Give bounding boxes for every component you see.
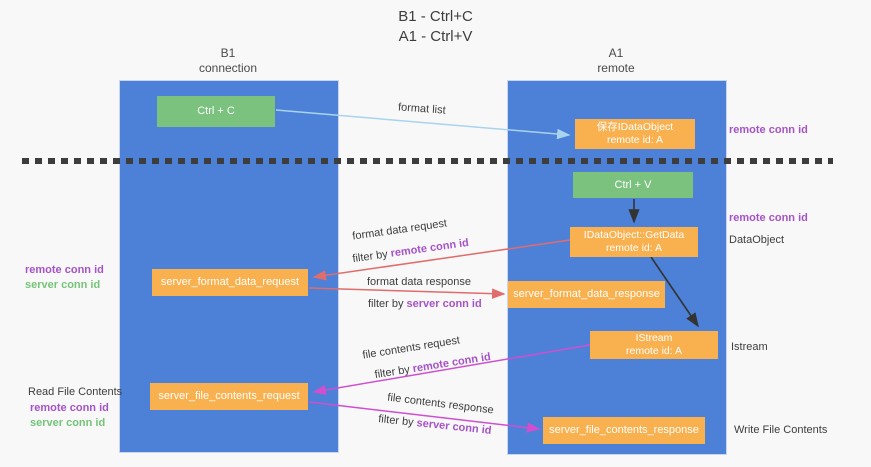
- dataobject-label: DataObject: [729, 234, 785, 246]
- filter-by-text: filter by: [373, 363, 414, 382]
- format-data-request-filter-label: filter by remote conn id: [352, 237, 470, 265]
- format-data-response-filter-label: filter by server conn id: [368, 298, 482, 310]
- server-conn-id-inline: server conn id: [406, 298, 482, 310]
- title-line2: A1 - Ctrl+V: [398, 28, 473, 45]
- lane-b1-name: B1: [220, 46, 236, 60]
- remote-conn-id-label-left1: remote conn id: [25, 264, 104, 276]
- save-idataobject-line1: 保存IDataObject: [596, 121, 674, 133]
- istream-side-label: Istream: [731, 341, 768, 353]
- lane-a1-role: remote: [597, 61, 635, 75]
- server-conn-id-label-left1: server conn id: [25, 279, 101, 291]
- server-format-data-request-label: server_format_data_request: [160, 276, 300, 288]
- save-idataobject-line2: remote id: A: [606, 134, 663, 146]
- read-file-contents-label: Read File Contents: [28, 386, 123, 398]
- istream-line2: remote id: A: [625, 345, 683, 357]
- filter-by-text: filter by: [351, 247, 392, 266]
- remote-conn-id-label-left2: remote conn id: [30, 402, 109, 414]
- lane-b1-role: connection: [198, 61, 258, 75]
- file-contents-response-label: file contents response: [386, 391, 495, 417]
- getdata-line2: remote id: A: [605, 242, 662, 254]
- remote-conn-id-label-right: remote conn id: [729, 212, 808, 224]
- server-format-data-response-label: server_format_data_response: [513, 288, 660, 300]
- ctrl-c-label: Ctrl + C: [197, 105, 235, 117]
- lane-header-a1: A1 remote: [507, 46, 725, 76]
- server-conn-id-inline: server conn id: [415, 417, 493, 437]
- server-file-contents-request-label: server_file_contents_request: [158, 390, 300, 402]
- title-line1: B1 - Ctrl+C: [398, 8, 473, 25]
- format-data-request-label: format data request: [351, 217, 448, 243]
- format-data-response-label: format data response: [367, 276, 471, 288]
- ctrl-v-label: Ctrl + V: [614, 178, 652, 191]
- dashed-separator: [22, 158, 833, 164]
- istream-line1: IStream: [635, 332, 673, 344]
- write-file-contents-label: Write File Contents: [734, 424, 828, 436]
- getdata-line1: IDataObject::GetData: [583, 229, 685, 241]
- format-list-label: format list: [397, 101, 447, 117]
- filter-by-text: filter by: [368, 298, 407, 310]
- server-file-contents-response-label: server_file_contents_response: [549, 424, 699, 436]
- file-contents-response-filter-label: filter by server conn id: [378, 413, 492, 437]
- remote-conn-id-inline: remote conn id: [411, 350, 492, 376]
- lane-header-b1: B1 connection: [119, 46, 337, 76]
- remote-conn-id-label-top-right: remote conn id: [729, 124, 808, 136]
- istream-box: IStream remote id: A: [590, 331, 718, 359]
- remote-conn-id-inline: remote conn id: [389, 236, 470, 260]
- server-file-contents-request-box: server_file_contents_request: [150, 383, 308, 410]
- filter-by-text: filter by: [377, 413, 418, 430]
- server-format-data-request-box: server_format_data_request: [152, 269, 308, 296]
- server-conn-id-label-left2: server conn id: [30, 417, 106, 429]
- server-format-data-response-box: server_format_data_response: [508, 281, 665, 308]
- server-file-contents-response-box: server_file_contents_response: [543, 417, 705, 444]
- save-idataobject-box: 保存IDataObject remote id: A: [575, 119, 695, 149]
- idataobject-getdata-box: IDataObject::GetData remote id: A: [570, 227, 698, 257]
- diagram-title: B1 - Ctrl+C A1 - Ctrl+V: [0, 7, 871, 47]
- lane-a1-name: A1: [608, 46, 624, 60]
- ctrl-c-box: Ctrl + C: [157, 96, 275, 127]
- ctrl-v-box: Ctrl + V: [573, 172, 693, 198]
